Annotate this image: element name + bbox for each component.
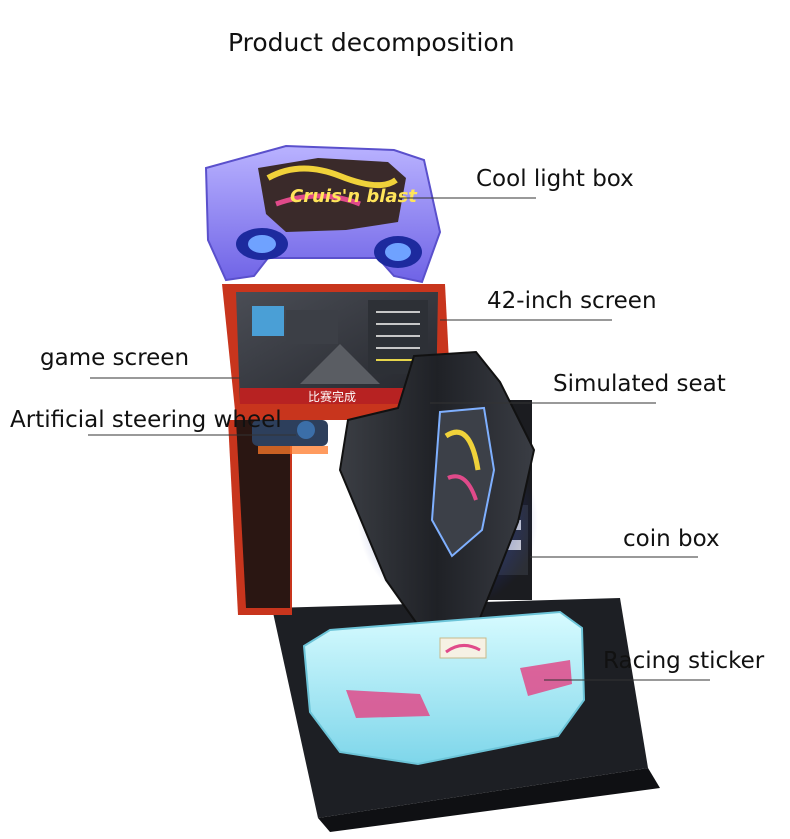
label-steering-wheel: Artificial steering wheel <box>10 407 282 433</box>
label-game-screen: game screen <box>40 345 190 371</box>
racing-sticker-graphic <box>439 637 487 659</box>
racing-base-graphic <box>302 610 586 766</box>
screen-banner-text: 比赛完成 <box>308 389 356 404</box>
label-simulated-seat: Simulated seat <box>553 371 726 397</box>
logo-text: Cruis'n blast <box>290 186 418 207</box>
label-racing-sticker: Racing sticker <box>603 648 765 674</box>
game-screen-graphic: 比赛完成 <box>236 292 438 404</box>
label-42-inch-screen: 42-inch screen <box>487 288 657 314</box>
leader-lines <box>88 197 710 681</box>
light-box-graphic: Cruis'n blast <box>204 144 442 284</box>
label-coin-box: coin box <box>623 526 720 552</box>
label-light-box: Cool light box <box>476 166 634 192</box>
diagram-title: Product decomposition <box>228 28 515 57</box>
steering-wheel-graphic <box>252 420 328 454</box>
seat-graphic <box>338 350 538 630</box>
